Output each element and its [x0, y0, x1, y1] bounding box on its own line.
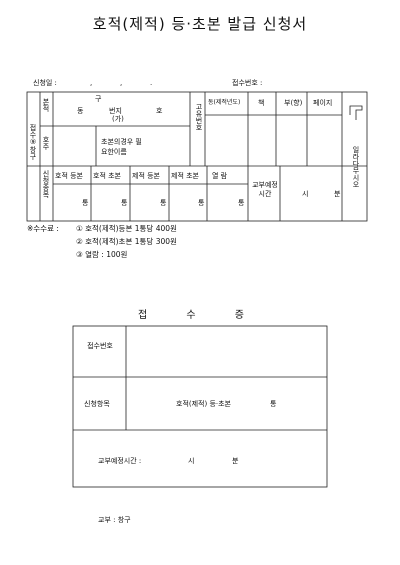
item-jejeok-deungbon: 제적 등본: [132, 172, 160, 180]
chaek-label: 책: [258, 99, 265, 107]
goyu-label: 고유번호: [195, 103, 203, 131]
tong-unit-3: 통: [160, 199, 167, 207]
dong-label: 동: [77, 107, 84, 115]
item-hojeok-deungbon: 호적 등본: [55, 172, 83, 180]
bun-label: 분: [334, 190, 341, 198]
item-hojeok-chobon: 호적 초본: [93, 172, 121, 180]
receipt-title: 접 수 증: [138, 310, 262, 321]
gyobu-label: 교부예정시간: [252, 181, 278, 198]
side-label: 접수⑨창구: [29, 124, 37, 160]
ho-suffix-label: 호: [156, 107, 163, 115]
bon-label: 본적: [42, 98, 50, 112]
tong-unit-4: 통: [198, 199, 205, 207]
fee-item-2: ② 호적(제적)초본 1통당 300원: [76, 237, 177, 246]
receipt-bun: 분: [232, 457, 239, 465]
receipt-number-label: 접수번호 :: [232, 79, 263, 87]
footer-gyobu: 교부 : 창구: [98, 516, 131, 524]
fee-title: ※수수료 :: [27, 224, 59, 233]
receipt-items-label: 신청항목: [84, 400, 110, 408]
receipt-items-value: 호적(제적) 등·초본: [176, 400, 231, 408]
apply-date-label: 신청일 :: [33, 79, 57, 87]
si-label: 시: [302, 190, 309, 198]
item-jejeok-chobon: 제적 초본: [171, 172, 199, 180]
receipt-tong: 통: [270, 400, 277, 408]
fee-item-1: ① 호적(제적)등본 1통당 400원: [76, 224, 177, 233]
receipt-no-label: 접수번호: [87, 342, 113, 350]
hoju-label: 호주: [42, 136, 50, 150]
tong-unit-5: 통: [238, 199, 245, 207]
fee-item-3: ③ 열람 : 100원: [76, 250, 128, 259]
bu-label: 부(향): [284, 99, 303, 107]
receipt-si: 시: [188, 457, 195, 465]
tong-unit-2: 통: [121, 199, 128, 207]
apply-date-sep-1: ,: [90, 79, 93, 87]
apply-date-sep-2: ,: [120, 79, 123, 87]
apply-date-sep-3: .: [150, 79, 153, 87]
beonji-label: 번지: [109, 107, 122, 115]
item-yeollam: 열 람: [212, 172, 228, 180]
dong-jecheok-label: 동(제적년도): [208, 99, 241, 106]
right-vertical-text: 일라다무시오: [352, 146, 360, 188]
ga-label: (가): [112, 115, 124, 123]
tong-unit-1: 통: [82, 199, 89, 207]
chobon-note: 초본의경우 필요한이름: [101, 138, 142, 156]
receipt-time-label: 교부예정시간 :: [98, 457, 142, 465]
sincheong-label: 신청종목: [42, 170, 50, 198]
page-label: 페이지: [313, 99, 333, 107]
form-title: 호적(제적) 등·초본 발급 신청서: [92, 15, 308, 33]
gu-label: 구: [95, 95, 102, 103]
